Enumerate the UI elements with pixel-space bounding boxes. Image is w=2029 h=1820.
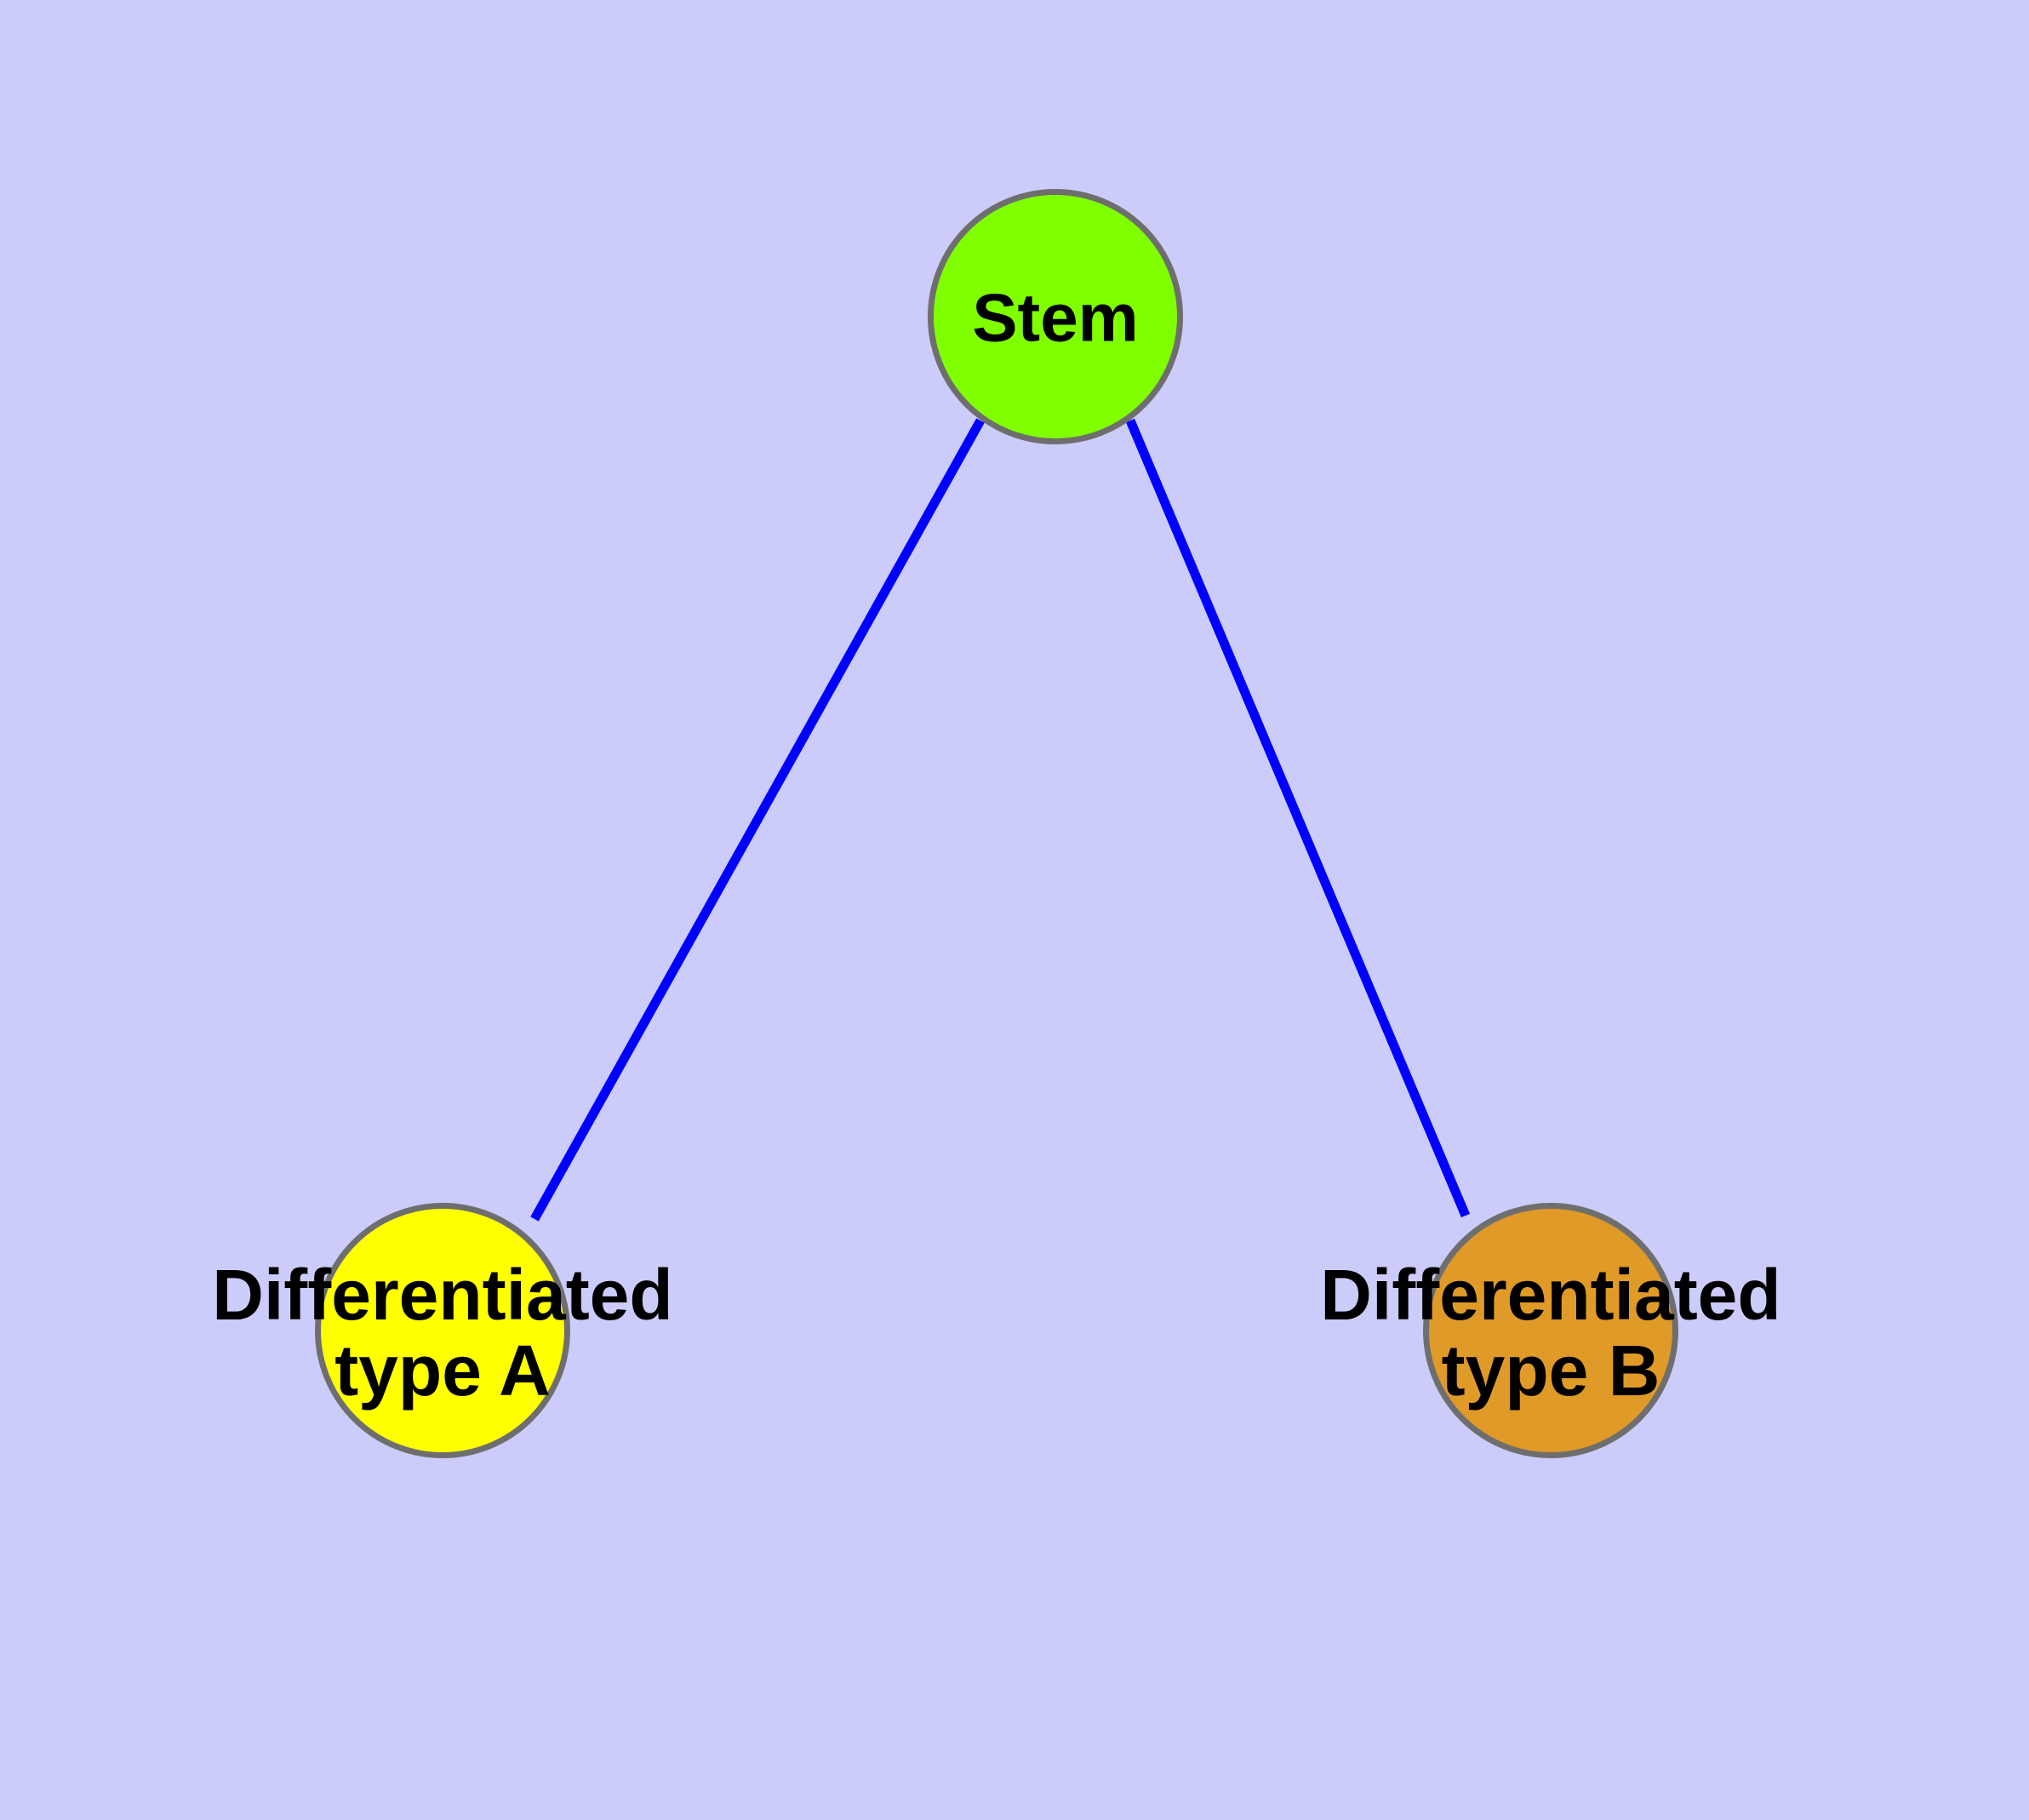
- node-differentiated-type-a[interactable]: [315, 1203, 570, 1458]
- edge-stem-to-differentiated-type-a[interactable]: [530, 418, 985, 1222]
- nodes-group: [315, 189, 1678, 1458]
- edge-stem-to-differentiated-type-b[interactable]: [1125, 418, 1471, 1218]
- node-stem[interactable]: [928, 189, 1183, 444]
- edges-group: [530, 418, 1471, 1222]
- node-differentiated-type-b[interactable]: [1423, 1203, 1678, 1458]
